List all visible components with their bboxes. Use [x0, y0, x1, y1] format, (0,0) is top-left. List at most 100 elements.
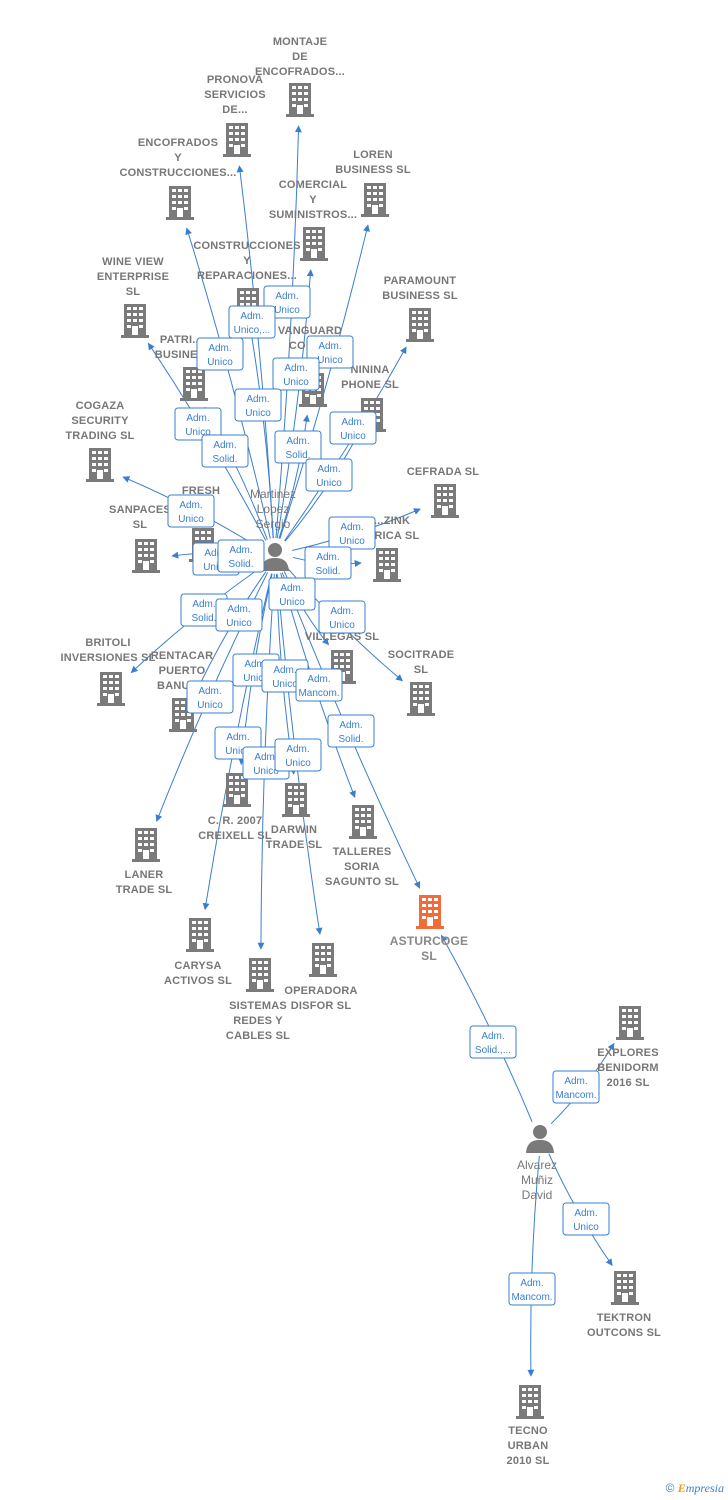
edge-role-box	[272, 357, 320, 391]
edge-role-text: Adm.	[227, 604, 250, 615]
edge-role-box	[167, 494, 215, 528]
edge-role-badge[interactable]: Adm. Unico	[305, 458, 353, 492]
edge-role-text: Unico	[316, 478, 342, 489]
edge-role-badge[interactable]: Adm.Unico	[196, 337, 244, 371]
edge-role-text: Adm.	[198, 686, 221, 697]
c22-label-line: TRADE SL	[266, 839, 323, 851]
edge-role-badge[interactable]: Adm.Solid.	[274, 430, 322, 464]
c2-label-line: PRONOVA	[207, 74, 263, 86]
company-building-icon[interactable]	[431, 484, 459, 518]
company-building-icon[interactable]	[286, 83, 314, 117]
c12-label-line: SECURITY	[71, 415, 129, 427]
edge-role-badge[interactable]: Adm.Unico,...	[228, 305, 276, 339]
edge-role-text: Adm.	[307, 674, 330, 685]
edge-role-text: Adm.	[316, 552, 339, 563]
company-building-icon[interactable]	[282, 783, 310, 817]
edge-role-text: Adm.	[192, 599, 215, 610]
edge-role-box	[562, 1202, 610, 1236]
edge-role-text: Adm.	[318, 341, 341, 352]
c20-label-line: SL	[414, 664, 429, 676]
company-building-icon[interactable]	[406, 308, 434, 342]
company-building-icon[interactable]	[516, 1385, 544, 1419]
edge-role-text: Adm.	[317, 464, 340, 475]
edge-role-badge[interactable]: Adm.Solid.	[217, 539, 265, 573]
company-building-icon[interactable]	[223, 123, 251, 157]
edge-role-badge[interactable]: Adm.Unico	[318, 600, 366, 634]
c1-label-line: MONTAJE	[273, 36, 327, 48]
edge-role-badge[interactable]: Adm. Solid.	[201, 434, 249, 468]
edge-role-badge[interactable]: Adm.Unico	[329, 411, 377, 445]
edge-role-badge[interactable]: Adm.Unico	[272, 357, 320, 391]
company-building-icon[interactable]	[361, 183, 389, 217]
c12-label-line: TRADING SL	[65, 430, 134, 442]
company-building-icon[interactable]	[349, 805, 377, 839]
c28-label-line: REDES Y	[233, 1015, 283, 1027]
edge-role-text: Unico	[317, 355, 343, 366]
edge-role-text: Adm.	[284, 363, 307, 374]
company-building-icon[interactable]	[373, 548, 401, 582]
company-building-icon[interactable]	[300, 227, 328, 261]
company-building-icon[interactable]	[246, 958, 274, 992]
edge-role-text: Solid.	[315, 566, 340, 577]
edge-role-badge[interactable]: Adm.Unico	[268, 577, 316, 611]
edge-role-text: Unico	[243, 673, 269, 684]
edge-role-badge[interactable]: Adm.Unico	[174, 407, 222, 441]
company-building-icon[interactable]	[132, 828, 160, 862]
c8-label-line: BUSINESS SL	[382, 290, 458, 302]
edge-role-text: Adm.	[240, 311, 263, 322]
person-icon[interactable]	[526, 1125, 554, 1153]
edge-role-badge[interactable]: Adm.Unico	[328, 516, 376, 550]
edge-role-badge[interactable]: Adm.Solid.,...	[469, 1025, 517, 1059]
edge-role-text: Solid.	[285, 450, 310, 461]
edge-role-text: Adm.	[213, 440, 236, 451]
company-building-icon[interactable]	[180, 367, 208, 401]
edge-role-text: Adm.	[273, 665, 296, 676]
edge-role-box	[318, 600, 366, 634]
p2-label-line: David	[522, 1188, 553, 1202]
edge-role-box	[327, 714, 375, 748]
company-building-icon[interactable]	[616, 1006, 644, 1040]
empresia-logo[interactable]: Empresia	[677, 1481, 724, 1495]
edge-role-badge[interactable]: Adm.Unico	[215, 598, 263, 632]
edge-role-text: Unico	[339, 536, 365, 547]
c29-label-line: EXPLORES	[597, 1047, 659, 1059]
edge-role-badge[interactable]: Adm.Solid.	[327, 714, 375, 748]
c18-label-line: RENTACAR	[151, 650, 214, 662]
edge-role-badge[interactable]: Adm.Mancom.	[295, 668, 343, 702]
c17-label-line: BRITOLI	[85, 637, 130, 649]
company-building-icon[interactable]	[186, 918, 214, 952]
edge-role-badge[interactable]: Adm.Unico	[562, 1202, 610, 1236]
c22-label-line: DARWIN	[271, 824, 317, 836]
edge-p1-c3	[185, 227, 271, 539]
edge-role-text: Solid.	[338, 734, 363, 745]
edge-role-badge[interactable]: Adm.Mancom.	[508, 1272, 556, 1306]
company-building-icon[interactable]	[97, 672, 125, 706]
edge-role-badge[interactable]: Adm.Unico	[274, 738, 322, 772]
c7-label-line: WINE VIEW	[102, 256, 164, 268]
edge-role-text: Adm.	[254, 752, 277, 763]
company-building-icon[interactable]	[611, 1271, 639, 1305]
edge-role-text: Solid.	[212, 454, 237, 465]
company-building-icon[interactable]	[407, 682, 435, 716]
c3-label-line: Y	[174, 152, 182, 164]
company-building-icon[interactable]	[309, 943, 337, 977]
edge-role-text: Adm.	[275, 291, 298, 302]
company-building-icon[interactable]	[166, 186, 194, 220]
edge-role-badge[interactable]: Adm.Unico	[167, 494, 215, 528]
edge-role-badge[interactable]: Adm. Solid.	[304, 546, 352, 580]
edge-role-box	[274, 738, 322, 772]
c12-label-line: COGAZA	[76, 400, 125, 412]
edge-role-text: Unico	[245, 408, 271, 419]
company-building-icon[interactable]	[86, 448, 114, 482]
edge-role-text: Unico	[185, 427, 211, 438]
edge-role-box	[186, 680, 234, 714]
edge-role-text: Unico	[340, 431, 366, 442]
edge-role-badge[interactable]: Adm.Mancom.	[552, 1070, 600, 1104]
c19-label-line: VILLEGAS SL	[305, 631, 379, 643]
edge-role-badge[interactable]: Adm.Unico	[186, 680, 234, 714]
company-building-icon[interactable]	[121, 304, 149, 338]
edge-role-badge[interactable]: Adm.Unico	[234, 388, 282, 422]
person-icon[interactable]	[261, 543, 289, 571]
company-building-icon[interactable]	[416, 895, 444, 929]
company-building-icon[interactable]	[132, 539, 160, 573]
